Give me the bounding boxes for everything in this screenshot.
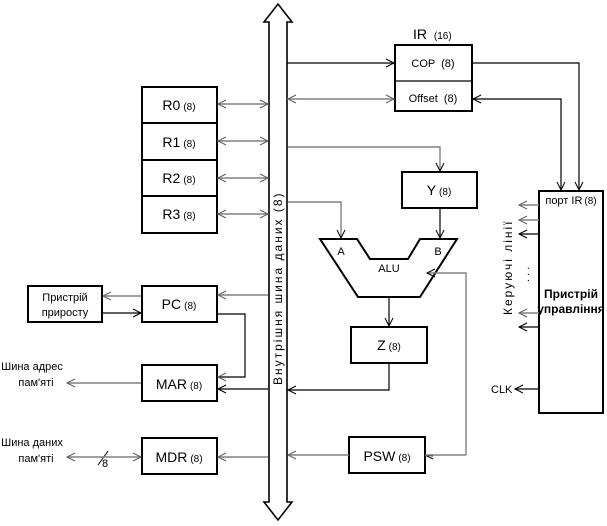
offset-name: Offset: [409, 93, 438, 105]
svg-text:Offset (8): Offset (8): [409, 93, 458, 105]
register-r1: R1(8): [141, 122, 218, 161]
alu-label: ALU: [378, 263, 399, 275]
cop-name: COP: [411, 58, 435, 70]
svg-text:Z(8): Z(8): [377, 337, 401, 353]
svg-text:управління: управління: [537, 302, 605, 316]
register-r3: R3(8): [141, 195, 218, 234]
address-bus-label: Шина адрес пам'яті: [1, 361, 63, 389]
data-bus-label: Шина даних пам'яті 8: [1, 437, 109, 470]
svg-text:R2(8): R2(8): [162, 170, 195, 186]
alu-input-b: B: [434, 246, 441, 258]
internal-data-bus: Внутрішня шина даних (8): [262, 2, 294, 522]
svg-text:приросту: приросту: [42, 307, 89, 319]
data-bus-width: 8: [102, 458, 108, 470]
svg-text:R1(8): R1(8): [162, 134, 195, 150]
svg-text:Пристрій: Пристрій: [42, 292, 87, 304]
control-lines-ellipsis: . . .: [520, 267, 532, 282]
svg-text:R0(8): R0(8): [162, 97, 195, 113]
svg-text:Y(8): Y(8): [427, 182, 452, 198]
svg-text:COP (8): COP (8): [411, 58, 454, 70]
alu-unit: A B ALU: [318, 238, 459, 298]
register-r2: R2(8): [141, 159, 218, 197]
ir-name: IR: [413, 26, 427, 42]
ir-port-label: порт IR: [545, 195, 582, 207]
incrementer-unit: Пристрій приросту: [27, 285, 103, 323]
svg-text:PC(8): PC(8): [162, 296, 197, 312]
register-r0: R0(8): [141, 86, 218, 124]
clk-label: CLK: [491, 384, 513, 396]
register-z: Z(8): [350, 326, 428, 364]
bus-label: Внутрішня шина даних (8): [271, 191, 285, 385]
svg-text:MDR(8): MDR(8): [155, 449, 202, 465]
connections: [65, 58, 584, 462]
register-mdr: MDR(8): [141, 437, 218, 475]
svg-text:MAR(8): MAR(8): [156, 376, 202, 392]
alu-input-a: A: [337, 246, 345, 258]
svg-text:порт IR(8): порт IR(8): [545, 195, 596, 207]
ir-width: (16): [434, 31, 452, 42]
svg-text:R3(8): R3(8): [162, 206, 195, 222]
register-pc: PC(8): [141, 285, 218, 323]
svg-text:PSW(8): PSW(8): [363, 448, 410, 464]
control-unit: порт IR(8) Пристрій управління: [537, 190, 605, 414]
register-psw: PSW(8): [348, 436, 426, 474]
register-mar: MAR(8): [141, 364, 218, 402]
control-lines-label: Керуючі лінії: [501, 220, 515, 316]
register-y: Y(8): [401, 171, 478, 209]
svg-text:IR (16): IR (16): [413, 26, 452, 42]
svg-text:пам'яті: пам'яті: [18, 453, 53, 465]
svg-text:пам'яті: пам'яті: [18, 377, 53, 389]
svg-text:Шина даних: Шина даних: [1, 437, 63, 449]
ir-register: IR (16) COP (8) Offset (8): [394, 26, 473, 112]
svg-text:Пристрій: Пристрій: [544, 287, 598, 301]
svg-text:Шина адрес: Шина адрес: [1, 361, 63, 373]
